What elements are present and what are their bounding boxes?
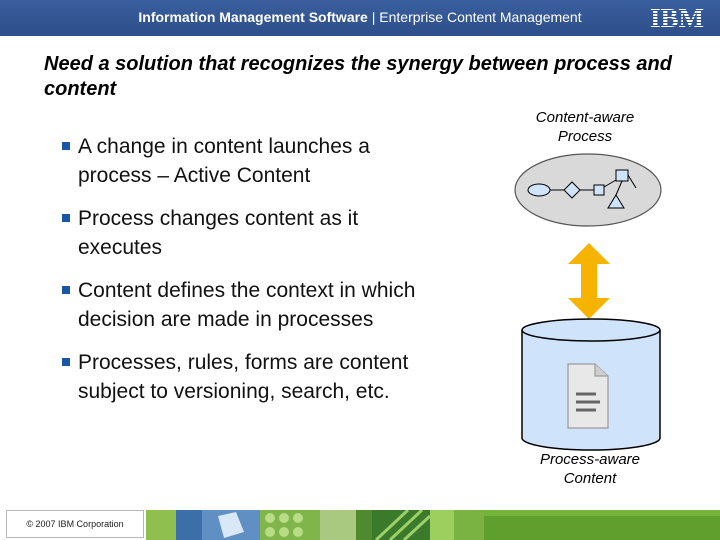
bullet-text: A change in content launches a process –… [78, 135, 370, 187]
slide-title: Need a solution that recognizes the syne… [44, 53, 672, 100]
triangle-node-icon [607, 194, 625, 209]
bullet-list: A change in content launches a process –… [62, 132, 432, 420]
bullet-marker-icon [62, 286, 70, 294]
label-line: Content [563, 470, 617, 487]
header-bar: Information Management Software | Enterp… [0, 0, 720, 36]
bullet-item: Process changes content as it executes [62, 204, 432, 262]
content-aware-process-label: Content-aware Process [510, 108, 660, 146]
bullet-text: Process changes content as it executes [78, 207, 359, 259]
task-node-icon [593, 184, 605, 196]
bullet-text: Content defines the context in which dec… [78, 279, 416, 331]
label-line: Process [557, 128, 613, 145]
bidirectional-arrow-icon [568, 243, 610, 319]
bullet-item: Content defines the context in which dec… [62, 276, 432, 334]
start-node-icon [527, 183, 551, 197]
cylinder-top [521, 318, 661, 342]
process-aware-content-label: Process-aware Content [515, 450, 665, 488]
label-line: Content-aware [535, 109, 635, 126]
document-icon [567, 363, 609, 429]
header-separator: | [367, 9, 380, 25]
bullet-marker-icon [62, 142, 70, 150]
task-node-icon [615, 169, 629, 182]
bullet-item: Processes, rules, forms are content subj… [62, 348, 432, 406]
bullet-text: Processes, rules, forms are content subj… [78, 351, 409, 403]
bullet-marker-icon [62, 358, 70, 366]
ibm-logo: IBM [650, 5, 704, 31]
footer-copyright: © 2007 IBM Corporation [6, 510, 144, 538]
header-title-bold: Information Management Software [138, 9, 368, 25]
ibm-logo-text: IBM [650, 5, 704, 31]
decision-node-icon [563, 181, 581, 199]
footer-image-strip [146, 510, 720, 540]
bullet-marker-icon [62, 214, 70, 222]
arrow-shape [568, 243, 610, 319]
content-repository-icon [521, 318, 661, 451]
header-title-rest: Enterprise Content Management [379, 9, 582, 25]
label-line: Process-aware [539, 451, 641, 468]
process-diagram-icon [514, 153, 662, 227]
bullet-item: A change in content launches a process –… [62, 132, 432, 190]
header-title: Information Management Software | Enterp… [0, 9, 720, 25]
